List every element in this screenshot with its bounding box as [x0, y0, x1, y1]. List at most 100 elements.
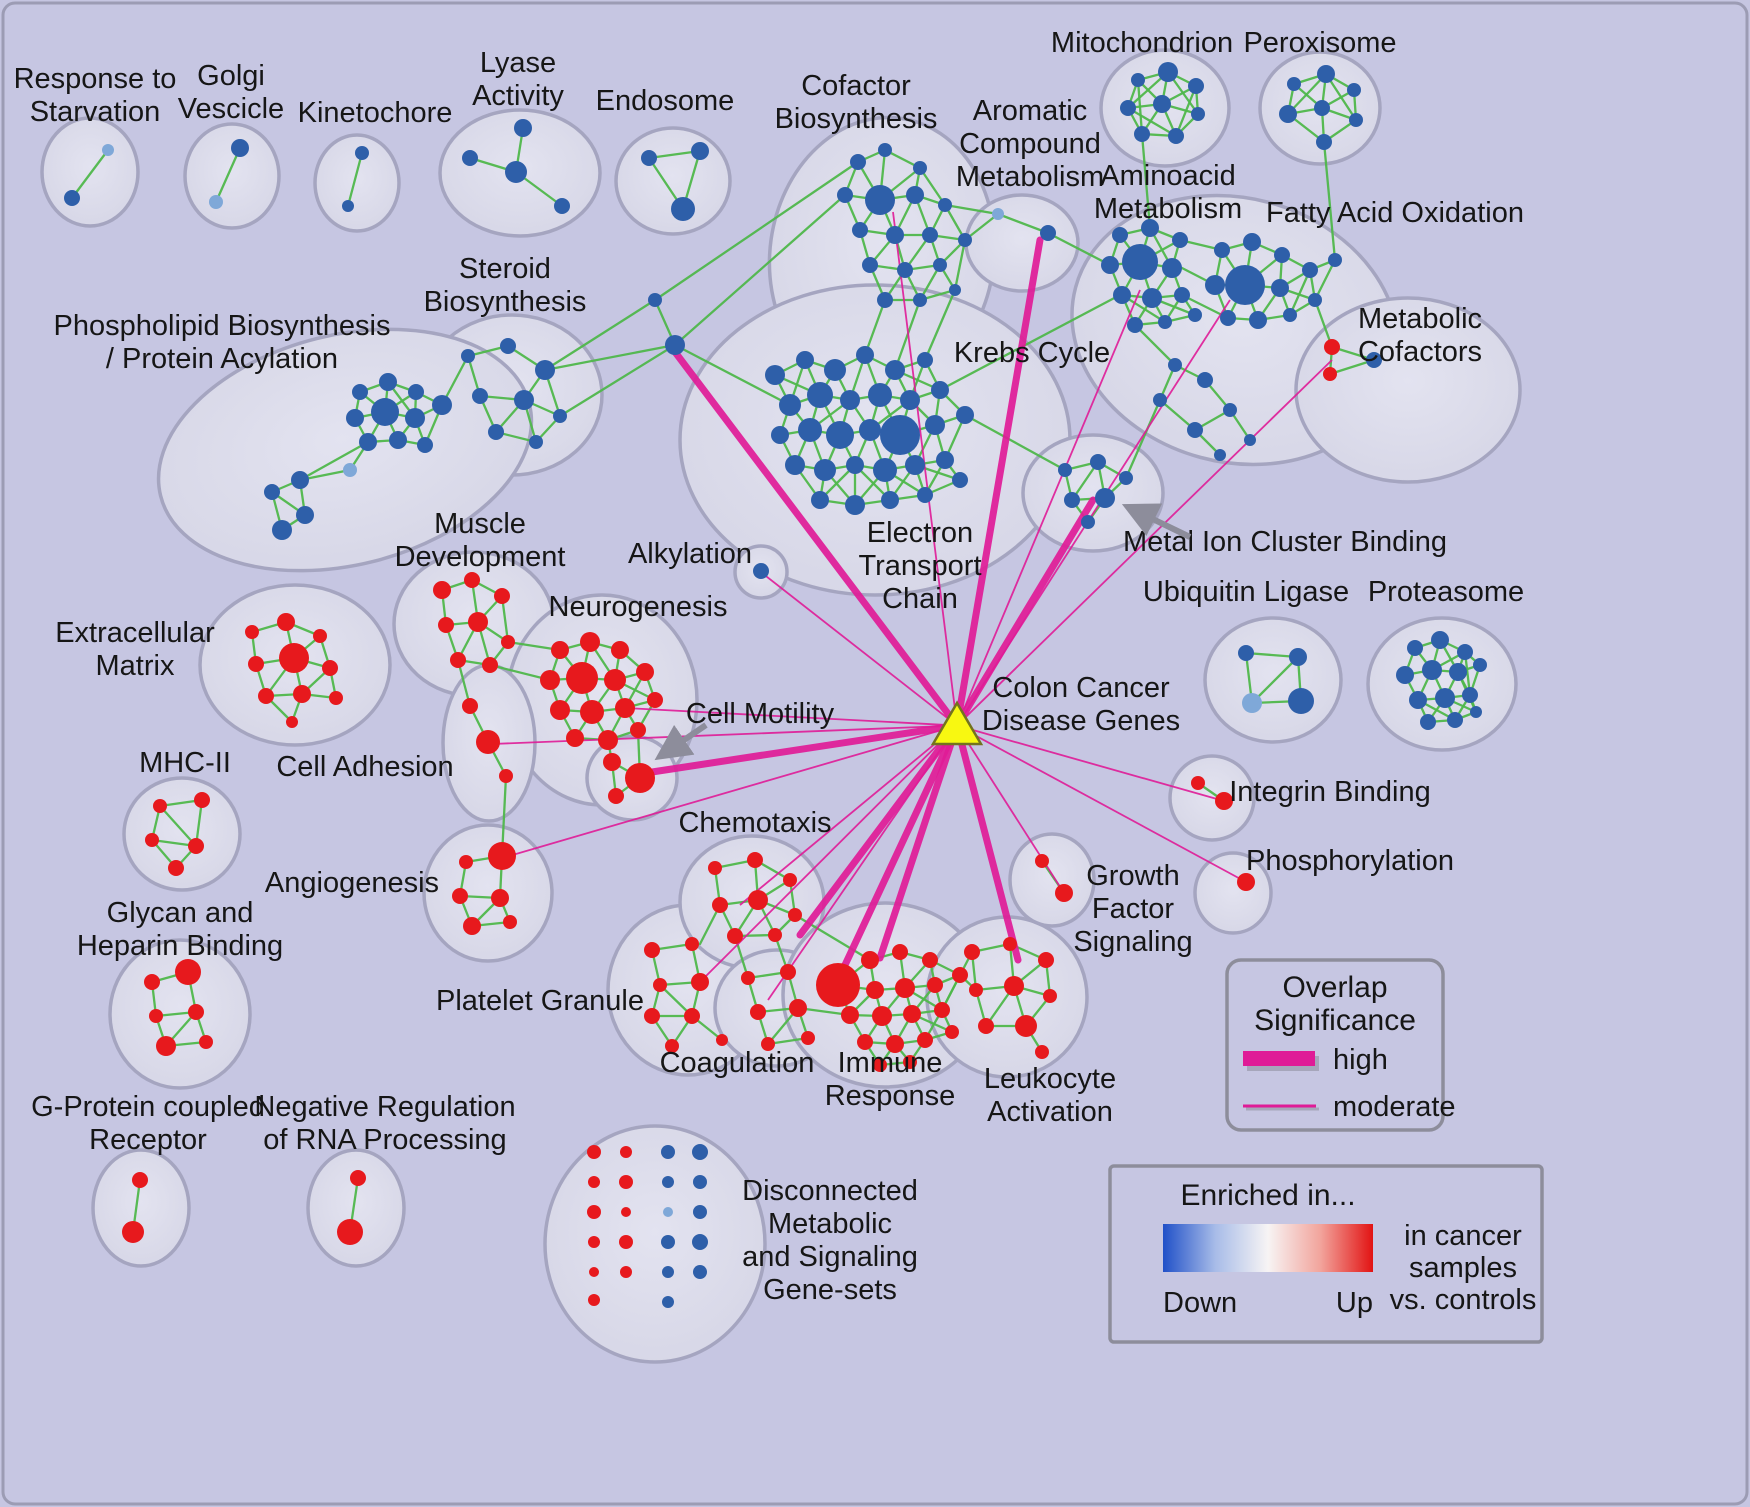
- node-glycan-heparin-binding-4: [156, 1036, 176, 1056]
- node-immune-response-17: [903, 1055, 917, 1069]
- overlap-edge-high-3: [648, 722, 961, 776]
- node-disconnected-gene-sets-4: [588, 1176, 600, 1188]
- label-muscle-development: Muscle: [434, 508, 526, 540]
- node-phospholipid-biosynthesis-12: [264, 484, 280, 500]
- inter-edge-11: [923, 288, 957, 362]
- high-significance-swatch: [1243, 1051, 1315, 1066]
- node-immune-response-4: [866, 981, 884, 999]
- label-leukocyte-activation: Activation: [987, 1096, 1113, 1128]
- node-immune-response-6: [927, 977, 943, 993]
- node-steroid-biosynthesis-3: [472, 388, 488, 404]
- inter-edge-3: [673, 193, 847, 347]
- node-chemotaxis-2: [783, 873, 797, 887]
- node-neurogenesis-2: [611, 641, 629, 659]
- node-aminoacid-metabolism-10: [1158, 315, 1172, 329]
- node-aminoacid-metabolism-8: [1174, 287, 1190, 303]
- legend-high-label: high: [1333, 1044, 1388, 1076]
- cluster-ellipse-ubiquitin-ligase: [1203, 616, 1343, 744]
- node-phospholipid-biosynthesis-5: [405, 408, 425, 428]
- node-mitochondrion-5: [1191, 107, 1205, 121]
- node-lyase-activity-3: [554, 198, 570, 214]
- node-proteasome-1: [1431, 631, 1449, 649]
- node-aminoacid-metabolism-7: [1142, 288, 1162, 308]
- node-response-to-starvation-0: [102, 144, 114, 156]
- legend-down-label: Down: [1163, 1287, 1237, 1319]
- node-immune-response-12: [857, 1034, 873, 1050]
- node-phospholipid-biosynthesis-1: [379, 373, 397, 391]
- inter-edge-24: [488, 663, 552, 682]
- node-chemotaxis-7: [768, 928, 782, 942]
- node-metabolic-cofactors-1: [1323, 367, 1337, 381]
- node-electron-transport-chain-5: [917, 352, 933, 368]
- node-platelet-granule-1: [685, 937, 699, 951]
- label-immune-response: Response: [825, 1080, 956, 1112]
- node-immune-response-16: [873, 1058, 887, 1072]
- node-platelet-granule-5: [684, 1008, 700, 1024]
- node-east-scatter-0: [1168, 358, 1182, 372]
- node-disconnected-gene-sets-17: [620, 1266, 632, 1278]
- node-leukocyte-activation-3: [969, 983, 983, 997]
- node-muscle-development-0: [433, 581, 451, 599]
- node-phospholipid-biosynthesis-14: [272, 520, 292, 540]
- node-electron-transport-chain-27: [917, 487, 933, 503]
- node-proteasome-11: [1447, 712, 1463, 728]
- overlap-edge-moderate-20: [956, 299, 1231, 727]
- node-steroid-biosynthesis-0: [461, 349, 475, 363]
- label-electron-transport-chain: Electron: [867, 517, 973, 549]
- node-cofactor-biosynthesis-9: [922, 227, 938, 243]
- node-coagulation-5: [801, 1031, 815, 1045]
- node-proteasome-7: [1409, 691, 1427, 709]
- overlap-edges-layer: [491, 211, 1333, 1001]
- node-mhc-ii-2: [145, 833, 159, 847]
- node-extracellular-matrix-1: [277, 613, 295, 631]
- overlap-edge-moderate-14: [739, 724, 958, 906]
- overlap-edge-high-1: [953, 236, 1044, 730]
- node-electron-transport-chain-0: [765, 365, 785, 385]
- node-disconnected-gene-sets-13: [619, 1235, 633, 1249]
- node-electron-transport-chain-29: [956, 406, 974, 424]
- node-electron-transport-chain-19: [814, 459, 836, 481]
- node-growth-factor-signaling-0: [1035, 854, 1049, 868]
- edge-phospholipid-biosynthesis-0: [298, 440, 370, 482]
- label-fatty-acid-oxidation: Fatty Acid Oxidation: [1266, 197, 1524, 229]
- node-ubiquitin-ligase-3: [1288, 688, 1314, 714]
- label-peroxisome: Peroxisome: [1243, 27, 1396, 59]
- node-peroxisome-2: [1347, 83, 1361, 97]
- node-extracellular-matrix-9: [286, 716, 298, 728]
- legend-overlap-title-line1: Overlap: [1282, 971, 1387, 1004]
- node-aminoacid-metabolism-4: [1122, 244, 1158, 280]
- node-immune-response-2: [892, 944, 908, 960]
- node-growth-factor-signaling-1: [1055, 884, 1073, 902]
- node-angiogenesis-5: [503, 915, 517, 929]
- node-endosome-2: [671, 197, 695, 221]
- label-leukocyte-activation: Leukocyte: [984, 1063, 1116, 1095]
- overlap-edge-high-0: [668, 344, 961, 730]
- node-neurogenesis-0: [551, 641, 569, 659]
- node-kinetochore-0: [355, 146, 369, 160]
- node-mhc-ii-1: [194, 792, 210, 808]
- label-aminoacid-metabolism: Metabolism: [1094, 193, 1242, 225]
- node-angiogenesis-4: [463, 917, 481, 935]
- node-aminoacid-metabolism-11: [1188, 308, 1202, 322]
- overlap-edge-moderate-18: [956, 724, 1247, 883]
- label-lyase-activity: Activity: [472, 80, 564, 112]
- label-cell-adhesion: Cell Adhesion: [276, 751, 453, 783]
- node-aminoacid-metabolism-2: [1172, 232, 1188, 248]
- inter-edge-18: [963, 413, 1067, 472]
- node-mitochondrion-3: [1120, 100, 1136, 116]
- node-cell-motility-1: [625, 763, 655, 793]
- node-coagulation-4: [761, 1037, 775, 1051]
- node-immune-response-13: [886, 1035, 904, 1053]
- node-phospholipid-biosynthesis-7: [359, 433, 377, 451]
- label-golgi-vescicle: Vescicle: [178, 93, 284, 125]
- legend-overlap-box: [1225, 958, 1445, 1132]
- overlap-edge-moderate-15: [767, 725, 958, 1001]
- node-peroxisome-4: [1314, 100, 1330, 116]
- inter-edge-7: [963, 212, 1000, 242]
- label-proteasome: Proteasome: [1368, 576, 1524, 608]
- node-chemotaxis-1: [747, 852, 763, 868]
- node-angiogenesis-0: [459, 855, 473, 869]
- node-leukocyte-activation-6: [978, 1018, 994, 1034]
- edge-cofactor-biosynthesis-36: [953, 238, 967, 292]
